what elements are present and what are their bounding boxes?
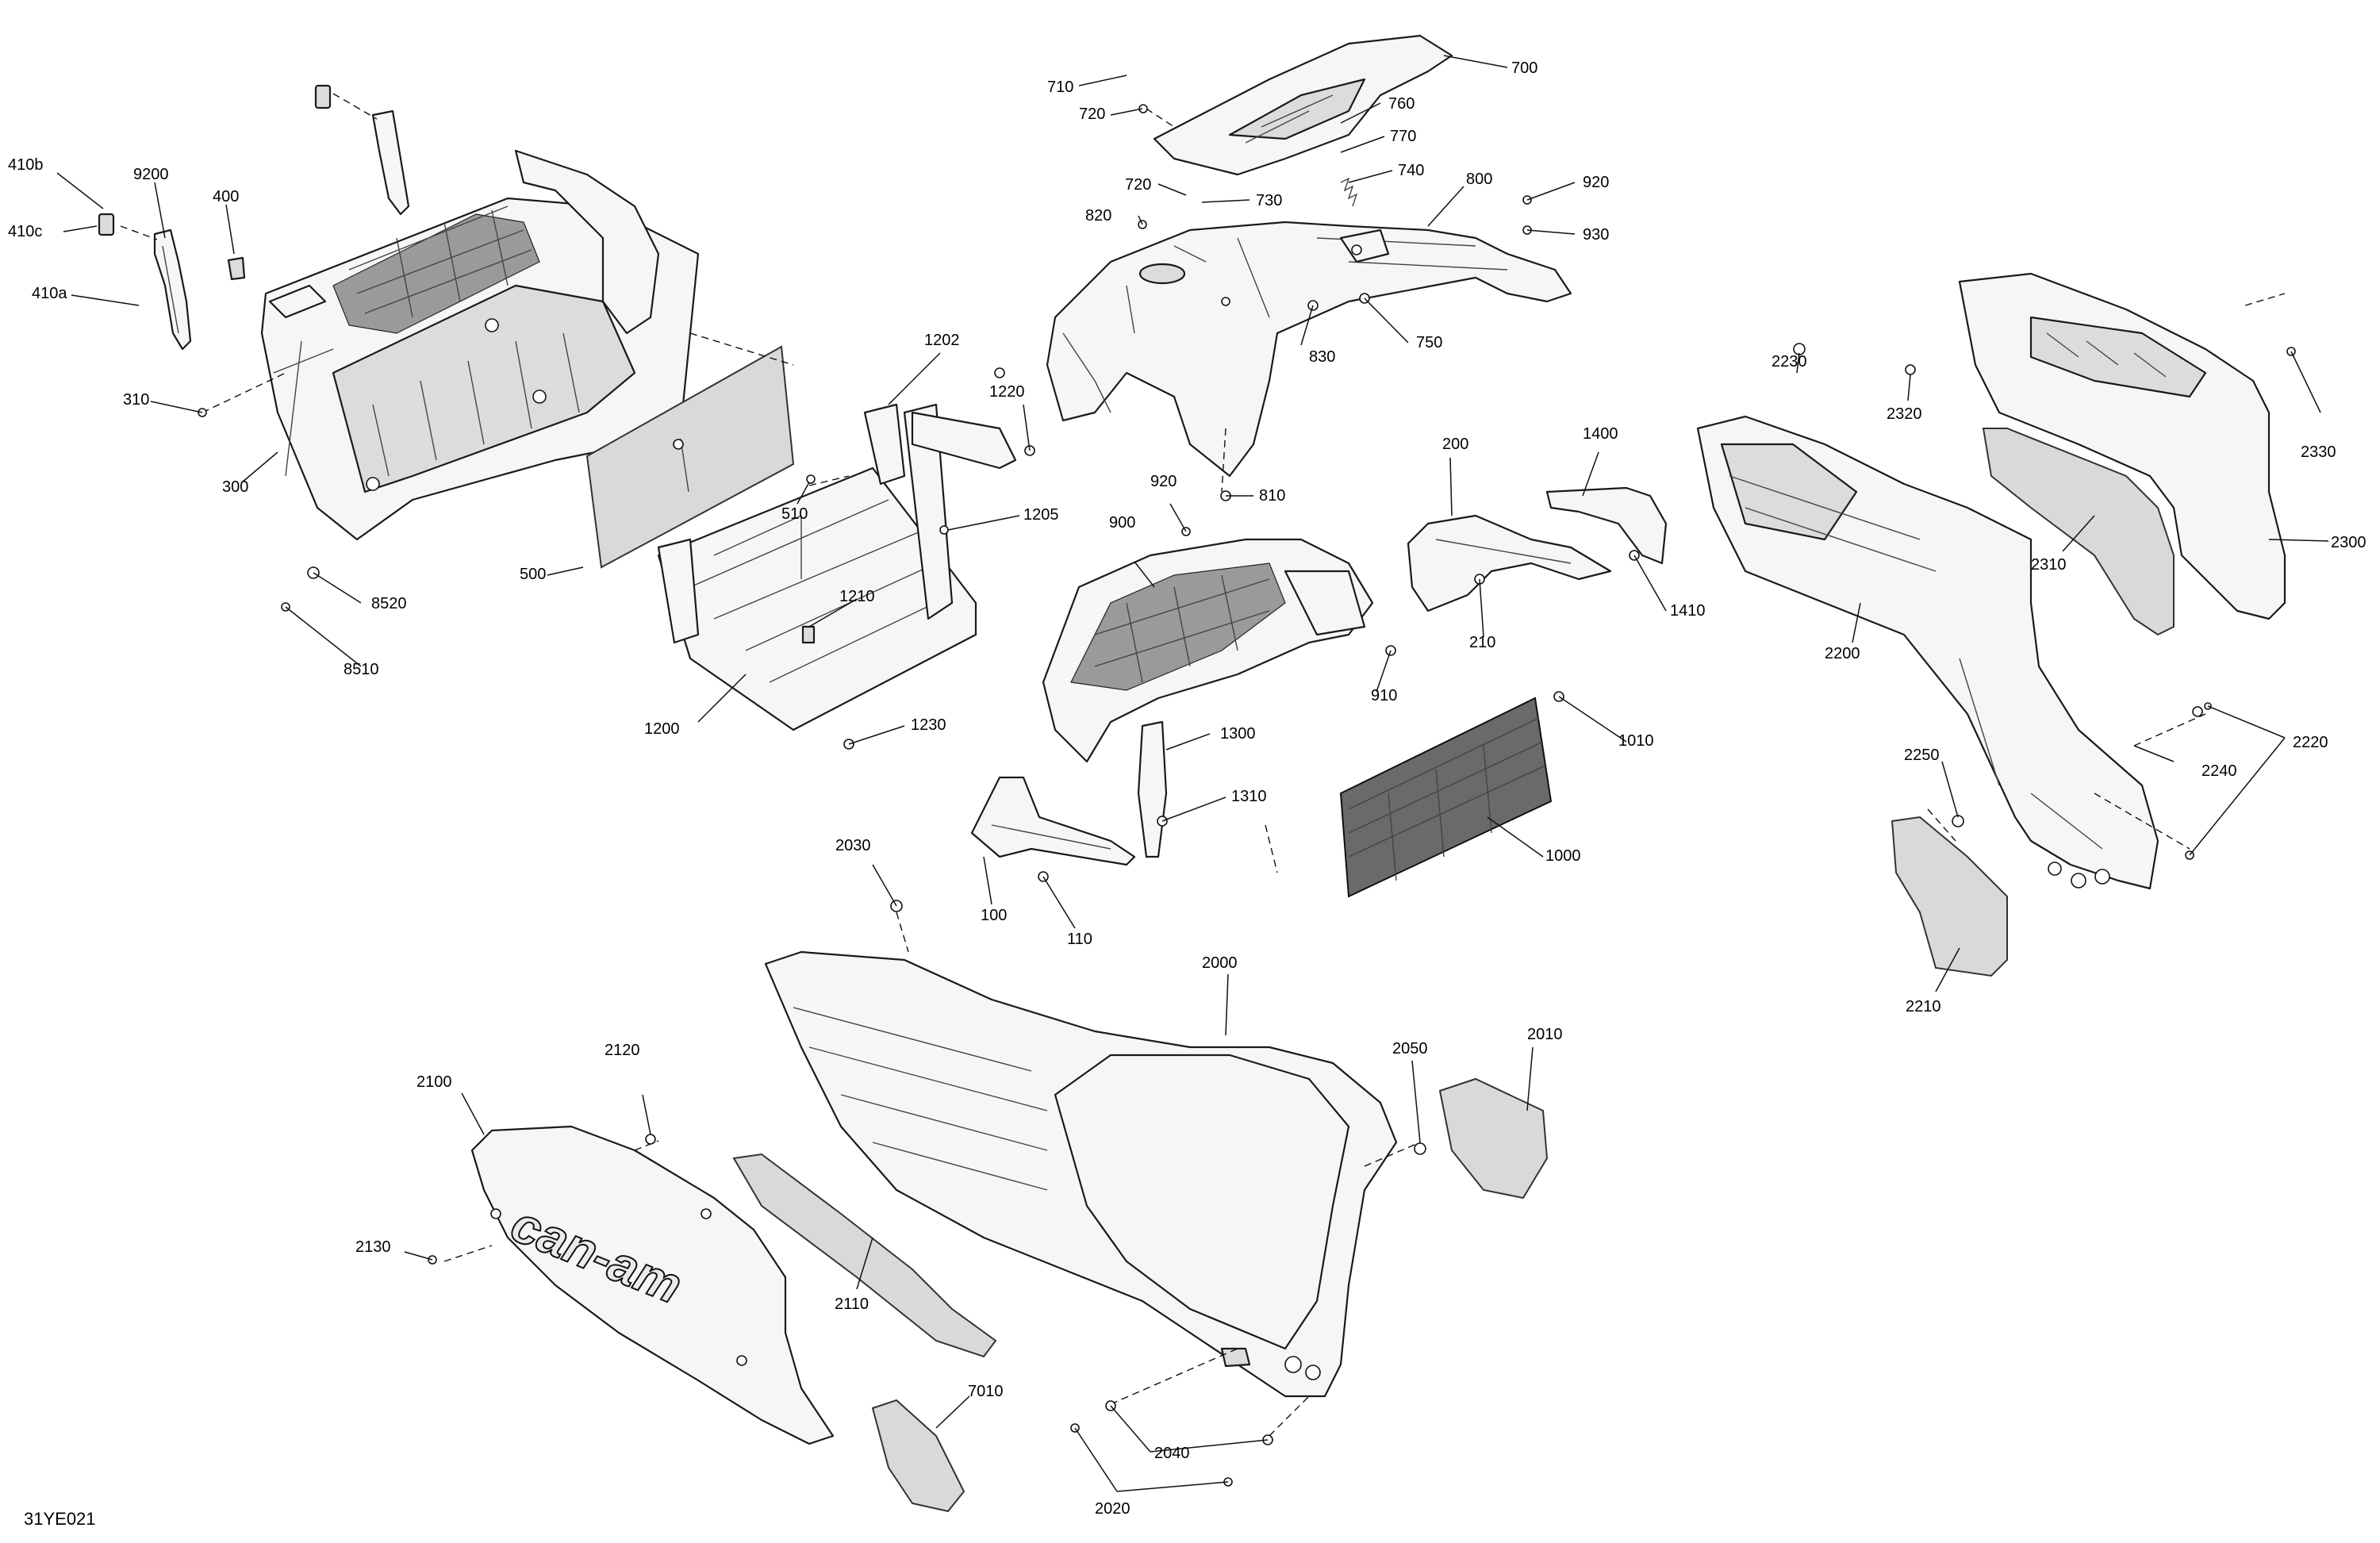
- leader-lines: [56, 55, 2329, 1492]
- callout-2240: 2240: [2202, 762, 2237, 780]
- callout-2230: 2230: [1772, 353, 1807, 370]
- trim-1300: [1137, 720, 1168, 858]
- side-bracket-upper: [371, 109, 410, 216]
- callout-720-mid: 720: [1125, 176, 1151, 194]
- callout-760: 760: [1388, 95, 1415, 113]
- callout-1310: 1310: [1231, 788, 1267, 805]
- callout-500: 500: [520, 566, 546, 583]
- callout-740: 740: [1398, 162, 1424, 179]
- callout-2050: 2050: [1392, 1040, 1428, 1057]
- insert-2310: [1982, 428, 2175, 636]
- callout-720-top: 720: [1079, 106, 1105, 123]
- callout-1202: 1202: [924, 332, 960, 349]
- callout-410b: 410b: [8, 156, 44, 174]
- callout-930: 930: [1583, 226, 1609, 244]
- callout-1230: 1230: [911, 716, 946, 734]
- callout-920-top: 920: [1583, 174, 1609, 191]
- callout-2250: 2250: [1904, 747, 1940, 764]
- callout-2040: 2040: [1154, 1445, 1190, 1462]
- callout-700: 700: [1511, 59, 1537, 77]
- callout-7010: 7010: [968, 1383, 1004, 1400]
- callout-1300: 1300: [1220, 725, 1256, 743]
- lower-trim-100: [970, 776, 1136, 866]
- side-panel-2000: [764, 950, 1398, 1398]
- spring-740: [1340, 177, 1358, 207]
- front-rack-support: [657, 403, 1017, 731]
- clip-400: [227, 256, 246, 281]
- callout-8520: 8520: [371, 595, 407, 612]
- callout-820: 820: [1085, 207, 1111, 225]
- top-cover-700: [1153, 34, 1453, 176]
- callout-750: 750: [1416, 334, 1442, 351]
- callout-8510: 8510: [344, 661, 379, 678]
- callout-200: 200: [1442, 436, 1468, 453]
- callout-2130: 2130: [355, 1238, 391, 1256]
- mesh-1000: [1339, 697, 1553, 898]
- callout-2020: 2020: [1095, 1500, 1130, 1518]
- callout-1410: 1410: [1670, 602, 1706, 620]
- callout-910: 910: [1371, 687, 1397, 704]
- assembly-lines: [120, 93, 2286, 1437]
- callout-2030: 2030: [835, 837, 871, 854]
- insert-2210: [1891, 816, 2008, 977]
- callout-9200: 9200: [133, 166, 169, 183]
- callout-1220: 1220: [989, 383, 1025, 401]
- callout-900: 900: [1109, 514, 1135, 532]
- callout-510: 510: [781, 505, 808, 523]
- callout-2320: 2320: [1887, 405, 1922, 423]
- callout-1205: 1205: [1023, 506, 1059, 524]
- outer-panel-2300: [1958, 272, 2286, 620]
- callout-2210: 2210: [1906, 998, 1941, 1015]
- callout-300: 300: [222, 478, 248, 496]
- panel-500: [585, 345, 795, 569]
- front-fender-800: [1046, 221, 1572, 478]
- front-grill-900: [1042, 538, 1374, 763]
- callout-labels: 410b 410c 410a 9200 400 310 300 500 510 …: [8, 59, 2367, 1529]
- callout-2120: 2120: [605, 1042, 640, 1059]
- callout-2000: 2000: [1202, 954, 1238, 972]
- clip-410c: [98, 84, 332, 236]
- side-bracket-9200: [153, 228, 192, 351]
- callout-710: 710: [1047, 79, 1073, 96]
- callout-2330: 2330: [2301, 443, 2336, 461]
- callout-800: 800: [1466, 171, 1492, 188]
- callout-410c: 410c: [8, 223, 42, 240]
- callout-2100: 2100: [416, 1073, 452, 1091]
- callout-310: 310: [123, 391, 149, 409]
- insert-2010: [1438, 1077, 1549, 1199]
- callout-830: 830: [1309, 348, 1335, 366]
- callout-920-mid: 920: [1150, 473, 1177, 490]
- callout-810: 810: [1259, 487, 1285, 505]
- callout-400: 400: [213, 188, 239, 205]
- callout-770: 770: [1390, 128, 1416, 145]
- callout-110: 110: [1067, 931, 1092, 948]
- callout-1400: 1400: [1583, 425, 1618, 443]
- callout-730: 730: [1256, 192, 1282, 209]
- callout-1010: 1010: [1618, 732, 1654, 750]
- callout-2220: 2220: [2293, 734, 2328, 751]
- front-storage-box: [260, 149, 700, 541]
- callout-2010: 2010: [1527, 1026, 1563, 1043]
- insert-2110: [732, 1153, 997, 1358]
- side-trim-200: [1407, 514, 1612, 612]
- callout-410a: 410a: [32, 285, 67, 302]
- reference-code: 31YE021: [24, 1509, 96, 1529]
- callout-2200: 2200: [1825, 645, 1860, 662]
- insert-7010: [871, 1399, 965, 1513]
- callout-210: 210: [1469, 634, 1495, 651]
- callout-100: 100: [981, 907, 1007, 924]
- callout-2300: 2300: [2331, 534, 2367, 551]
- callout-1210: 1210: [839, 588, 875, 605]
- callout-2310: 2310: [2031, 556, 2067, 574]
- callout-2110: 2110: [835, 1295, 869, 1313]
- bracket-1400: [1545, 486, 1668, 565]
- callout-1000: 1000: [1545, 847, 1581, 865]
- callout-1200: 1200: [644, 720, 680, 738]
- side-panel-2200: [1696, 415, 2159, 890]
